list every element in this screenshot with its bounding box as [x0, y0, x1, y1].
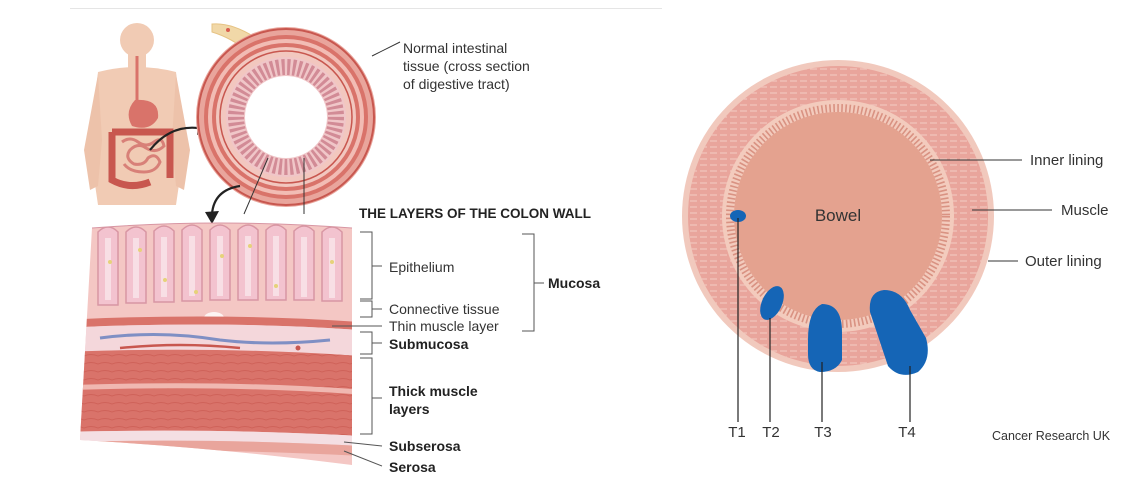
- stage-label-t3: T3: [814, 424, 832, 441]
- inner-lining-label: Inner lining: [1030, 152, 1103, 169]
- subserosa-label: Subserosa: [389, 438, 461, 454]
- serosa-label: Serosa: [389, 459, 436, 475]
- human-body-figure: [84, 23, 190, 205]
- bowel-label: Bowel: [815, 206, 861, 225]
- colon-wall-block: [60, 215, 360, 475]
- stage-label-t2: T2: [762, 424, 780, 441]
- thick-muscle-label-line-2: layers: [389, 401, 430, 417]
- outer-lining-label: Outer lining: [1025, 253, 1102, 270]
- mucosa-label: Mucosa: [548, 275, 600, 291]
- credit-label: Cancer Research UK: [992, 429, 1111, 443]
- thick-muscle-label-line-1: Thick muscle: [389, 383, 478, 399]
- stage-label-t4: T4: [898, 424, 916, 441]
- epithelium-label: Epithelium: [389, 259, 454, 275]
- intestine-cross-section: [196, 27, 376, 207]
- normal-tissue-label-line-1: Normal intestinal: [403, 40, 507, 56]
- stage-label-t1: T1: [728, 424, 746, 441]
- submucosa-label: Submucosa: [389, 336, 469, 352]
- normal-tissue-label-line-2: tissue (cross section: [403, 58, 530, 74]
- layers-title: THE LAYERS OF THE COLON WALL: [359, 206, 591, 221]
- muscle-label: Muscle: [1061, 202, 1109, 219]
- normal-tissue-label-line-3: of digestive tract): [403, 76, 510, 92]
- tumour-t3: [808, 304, 842, 372]
- thin-muscle-label: Thin muscle layer: [389, 318, 499, 334]
- connective-tissue-label: Connective tissue: [389, 301, 500, 317]
